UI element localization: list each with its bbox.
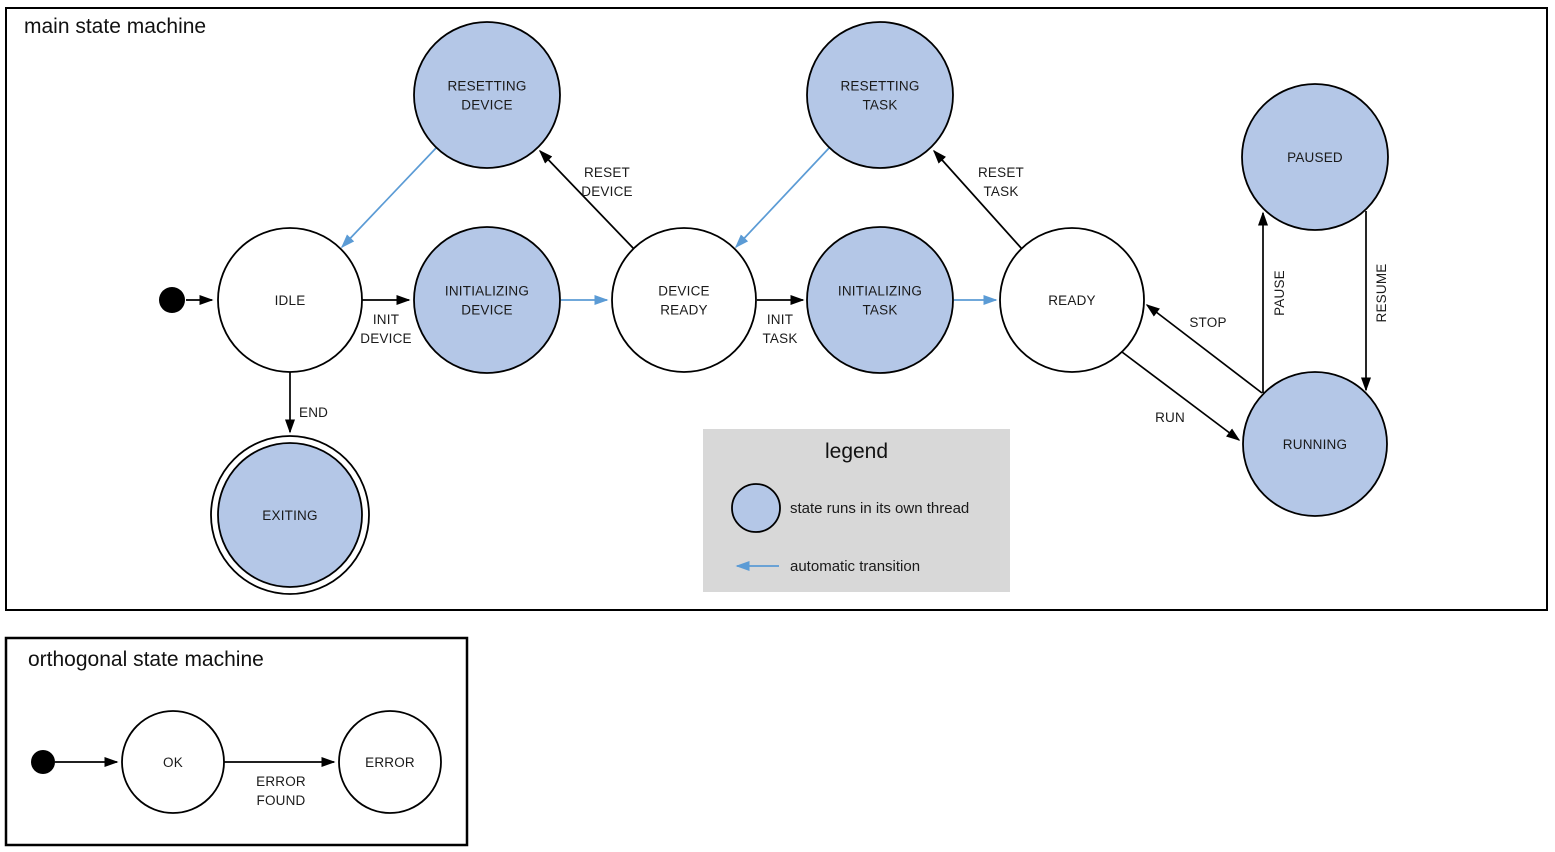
state-label-resetting-task: RESETTING <box>840 79 919 94</box>
state-circle-ready <box>999 227 1145 373</box>
legend: legend state runs in its own thread automa… <box>703 429 1010 592</box>
state-label-error: ERROR <box>365 755 415 770</box>
state-circle-paused <box>1241 83 1389 231</box>
state-exiting: EXITING <box>210 435 370 595</box>
state-circle-resetting-task <box>806 21 954 169</box>
transition-label-reset-task: RESET <box>978 165 1024 180</box>
transition-label-error-found: FOUND <box>257 793 306 808</box>
transition-reset-device-arrow <box>538 149 635 250</box>
state-ready: READY <box>999 227 1145 373</box>
state-label-resetting-device: RESETTING <box>447 79 526 94</box>
state-label-initializing-device: INITIALIZING <box>445 284 529 299</box>
state-resetting-device: RESETTING DEVICE <box>413 21 561 169</box>
state-label-ready: READY <box>1048 293 1096 308</box>
transition-label-end: END <box>299 405 328 420</box>
state-label-resetting-device: DEVICE <box>461 98 512 113</box>
initial-state-dot-orthogonal <box>31 750 55 774</box>
state-circle-initializing-task <box>806 226 954 374</box>
state-label-initializing-task: TASK <box>862 303 897 318</box>
legend-item-auto-label: automatic transition <box>790 558 920 575</box>
machine-title-main: main state machine <box>24 15 206 38</box>
state-label-initializing-device: DEVICE <box>461 303 512 318</box>
state-label-idle: IDLE <box>275 293 306 308</box>
state-label-running: RUNNING <box>1283 437 1347 452</box>
transition-label-init-device: DEVICE <box>360 331 411 346</box>
transition-label-init-task: INIT <box>767 312 793 327</box>
state-idle: IDLE <box>217 227 363 373</box>
state-circle-initializing-device <box>413 226 561 374</box>
transition-label-init-device: INIT <box>373 312 399 327</box>
state-circle-ok <box>121 710 225 814</box>
legend-title: legend <box>825 440 888 463</box>
state-label-device-ready: READY <box>660 303 708 318</box>
machine-title-orthogonal: orthogonal state machine <box>28 648 264 671</box>
state-circle-device-ready <box>611 227 757 373</box>
transition-auto-resetting-task-to-device-ready-auto-arrow <box>734 146 831 249</box>
state-circle-idle <box>217 227 363 373</box>
state-label-exiting: EXITING <box>262 508 317 523</box>
transition-label-reset-device: RESET <box>584 165 630 180</box>
transition-label-stop: STOP <box>1189 315 1226 330</box>
state-circle-running <box>1242 371 1388 517</box>
transition-reset-task-arrow <box>932 149 1023 250</box>
state-label-device-ready: DEVICE <box>658 284 709 299</box>
transition-auto-resetting-device-to-idle-auto-arrow <box>340 146 438 249</box>
transition-label-pause: PAUSE <box>1272 270 1287 316</box>
state-label-paused: PAUSED <box>1287 150 1343 165</box>
state-label-initializing-task: INITIALIZING <box>838 284 922 299</box>
state-error: ERROR <box>338 710 442 814</box>
transition-label-init-task: TASK <box>762 331 797 346</box>
state-label-resetting-task: TASK <box>862 98 897 113</box>
transition-label-resume: RESUME <box>1374 264 1389 323</box>
transition-run-arrow <box>1121 351 1241 441</box>
state-running: RUNNING <box>1242 371 1388 517</box>
state-initializing-device: INITIALIZING DEVICE <box>413 226 561 374</box>
transition-label-reset-device: DEVICE <box>581 184 632 199</box>
transition-stop-arrow <box>1145 304 1263 394</box>
state-paused: PAUSED <box>1241 83 1389 231</box>
transition-label-run: RUN <box>1155 410 1185 425</box>
initial-state-dot-main <box>159 287 185 313</box>
transition-label-error-found: ERROR <box>256 774 306 789</box>
thread-state-icon <box>731 483 781 533</box>
state-ok: OK <box>121 710 225 814</box>
state-circle-resetting-device <box>413 21 561 169</box>
state-circle-error <box>338 710 442 814</box>
legend-item-thread-label: state runs in its own thread <box>790 500 969 517</box>
state-initializing-task: INITIALIZING TASK <box>806 226 954 374</box>
state-label-ok: OK <box>163 755 183 770</box>
state-resetting-task: RESETTING TASK <box>806 21 954 169</box>
transition-label-reset-task: TASK <box>983 184 1018 199</box>
state-circle-exiting <box>217 442 363 588</box>
state-device-ready: DEVICE READY <box>611 227 757 373</box>
